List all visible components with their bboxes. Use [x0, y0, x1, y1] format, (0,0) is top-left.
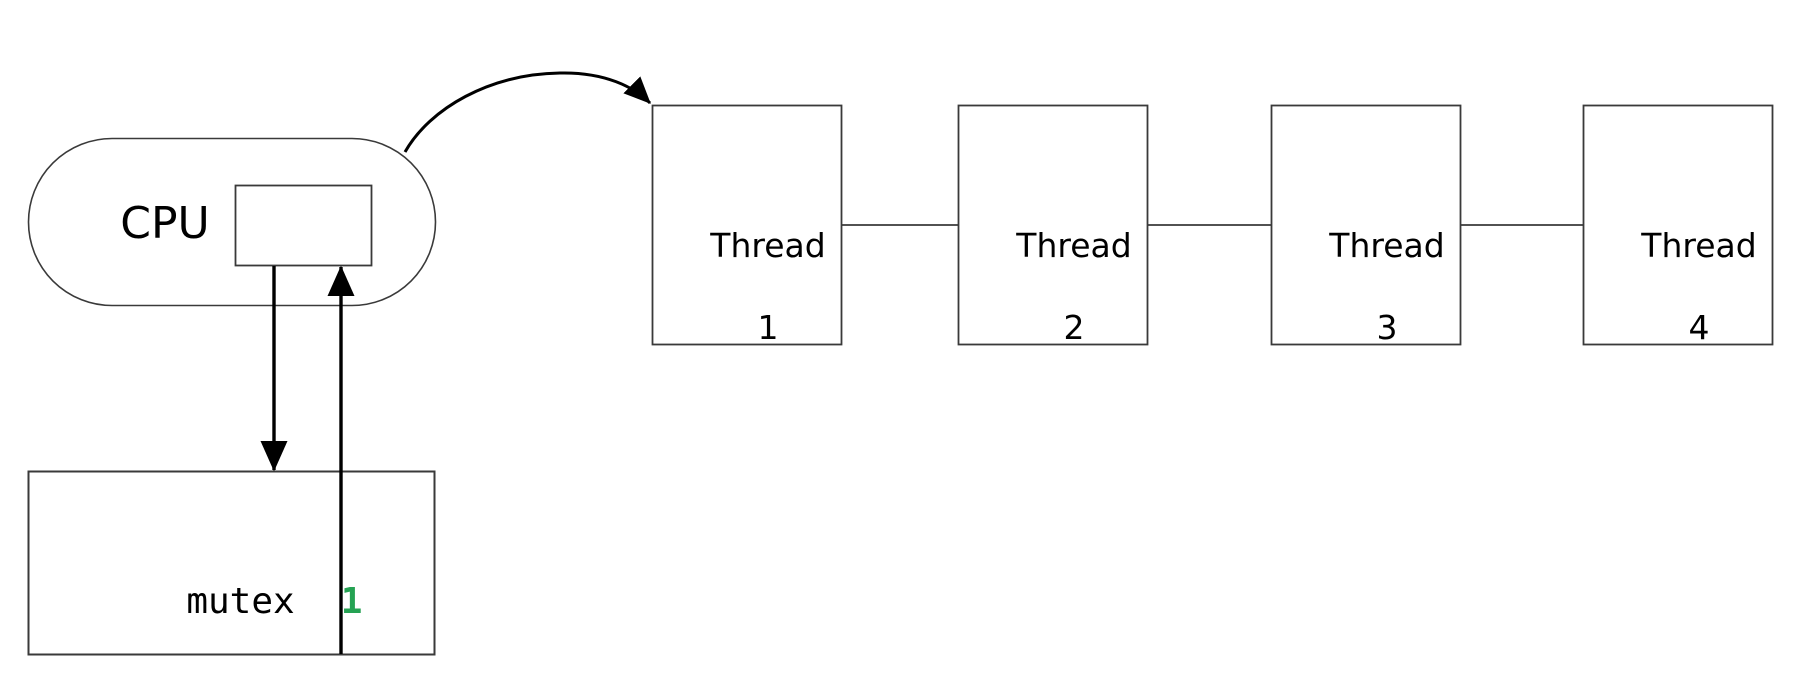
- thread-box-1: [651, 104, 843, 346]
- mutex-box: [27, 470, 436, 656]
- edge-cpu-to-thread1: [403, 71, 652, 153]
- thread-box-2: [957, 104, 1149, 346]
- thread-box-4: [1582, 104, 1774, 346]
- thread-box-3: [1270, 104, 1462, 346]
- cpu-pill-shape: [27, 137, 437, 307]
- cpu-register-box: [234, 184, 373, 267]
